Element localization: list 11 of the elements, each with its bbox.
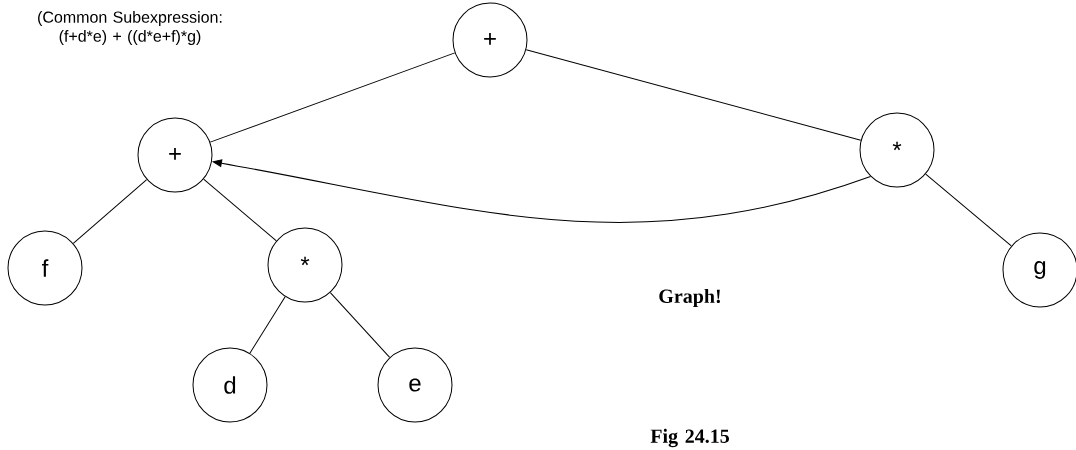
tree-edge [203, 178, 277, 242]
tree-edge [72, 179, 148, 244]
tree-edge [925, 173, 1012, 247]
tree-edge [249, 296, 286, 354]
tree-edge [209, 52, 456, 143]
graph-label: Graph! [659, 288, 720, 308]
figure-caption: Fig 24.15 [650, 428, 729, 448]
arrow [212, 159, 871, 223]
note: (Common Subexpression: (f+d*e) + ((d*e+f)*g) [38, 11, 222, 45]
tree-edge [525, 49, 862, 141]
tree-edge [329, 292, 391, 358]
